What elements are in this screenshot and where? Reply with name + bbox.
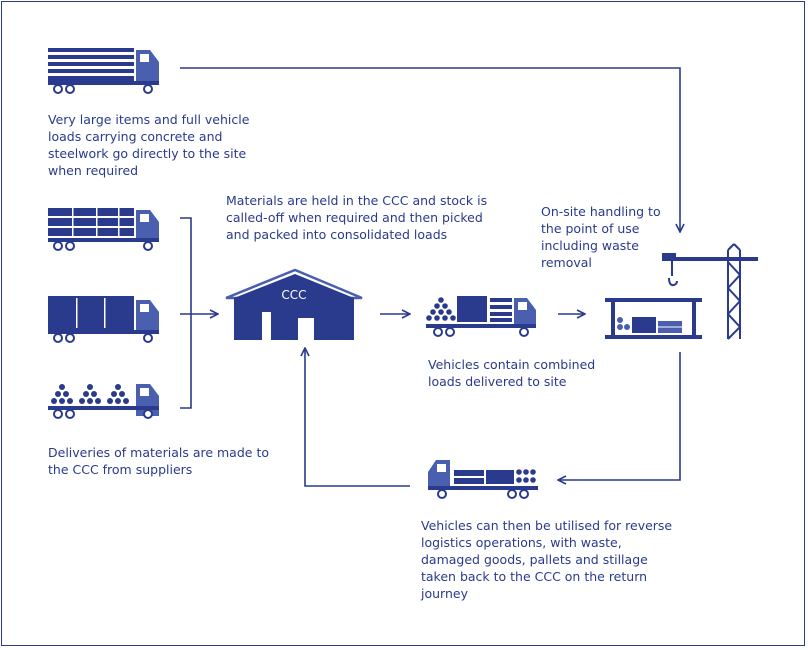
construction-site-crane-icon: [605, 243, 758, 340]
truck-timber-icon: [48, 48, 159, 94]
truck-stacked-icon: [48, 208, 159, 251]
onsite-handling-text: On-site handling to the point of use inc…: [541, 204, 661, 270]
ccc-holding-text: Materials are held in the CCC and stock …: [226, 193, 488, 242]
arrow-site-to-return: [558, 352, 681, 480]
arrow-return-to-ccc: [305, 348, 410, 487]
supplier-bracket-connector: [180, 217, 218, 409]
supplier-deliveries-text: Deliveries of materials are made to the …: [48, 445, 269, 477]
direct-delivery-text: Very large items and full vehicle loads …: [48, 112, 250, 178]
reverse-logistics-text: Vehicles can then be utilised for revers…: [421, 518, 673, 601]
combined-loads-text: Vehicles contain combined loads delivere…: [428, 357, 596, 389]
truck-mixed-load-icon: [426, 296, 536, 337]
truck-container-icon: [48, 296, 159, 343]
warehouse-icon: CCC: [225, 268, 363, 340]
truck-return-icon: [428, 460, 538, 499]
ccc-label: CCC: [281, 288, 306, 302]
truck-pipes-icon: [48, 384, 159, 419]
arrow-direct-to-site: [180, 67, 680, 232]
